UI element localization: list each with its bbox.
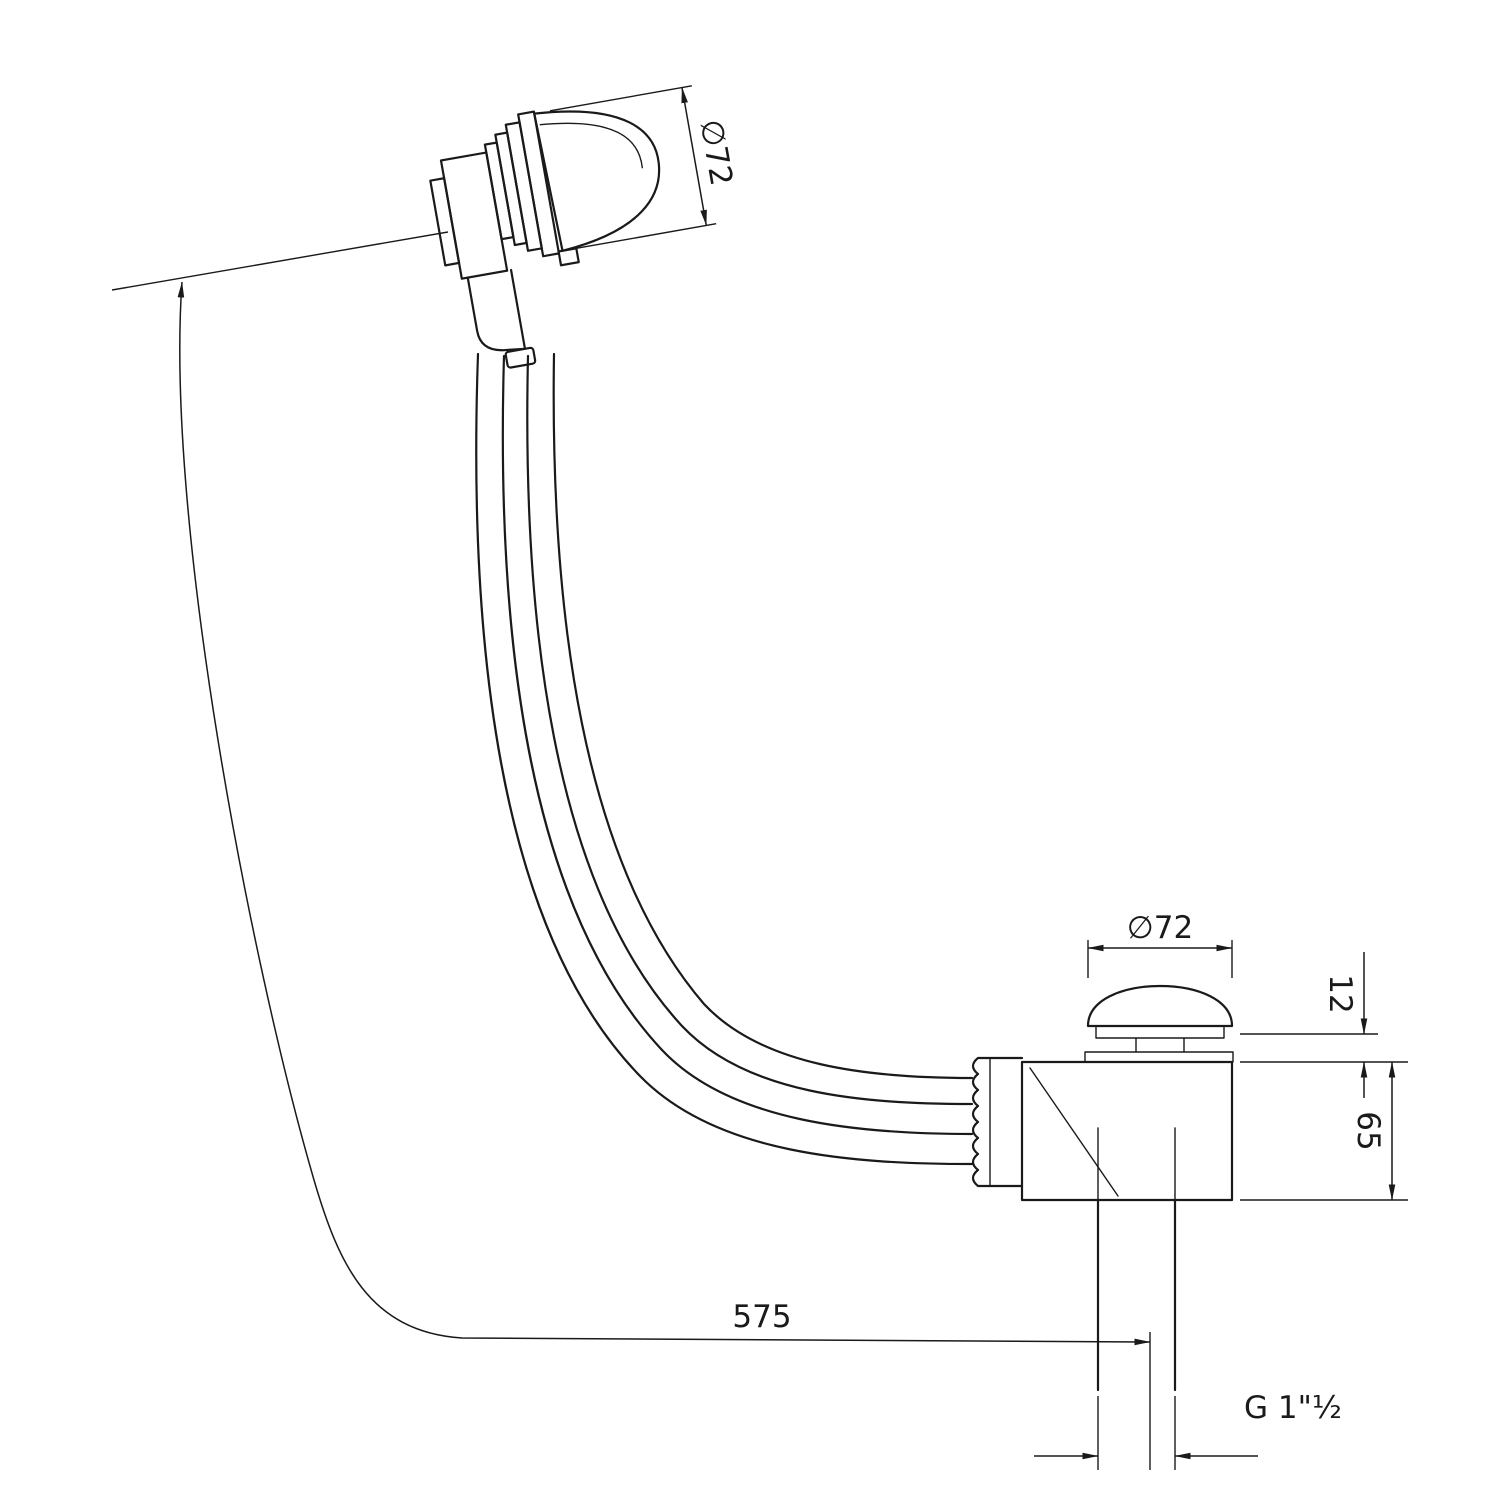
hose-outer-edge — [475, 352, 974, 1166]
drain-flange-plate — [1084, 1051, 1234, 1063]
overflow-mounting-plates — [483, 110, 561, 258]
dimension-cable-length: 575 — [111, 231, 1151, 1470]
dimension-cap-height: 12 — [1240, 952, 1408, 1098]
drain-cap-disc — [1095, 1025, 1225, 1039]
flexible-hoses — [475, 352, 974, 1166]
tub-edge-extension-line — [111, 231, 449, 291]
drain-tee-internal-line — [1029, 1067, 1119, 1197]
cap-height-label: 12 — [1322, 974, 1358, 1013]
drain-tee-body — [1020, 1060, 1234, 1202]
drain-cap-dome — [1086, 984, 1234, 1028]
drain-assembly — [971, 984, 1234, 1392]
overflow-assembly: ∅72 — [429, 85, 739, 369]
hose-inner-edge — [552, 352, 974, 1080]
dimension-waste-body-height: 65 — [1240, 1061, 1408, 1201]
dimension-outlet-thread: G 1"½ — [1034, 1390, 1342, 1470]
overflow-cap-diameter-label: ∅72 — [692, 117, 739, 189]
dimension-overflow-cap-diameter: ∅72 — [549, 85, 739, 250]
overflow-cap-inner-edge — [539, 122, 643, 169]
drain-locknut — [971, 1056, 1024, 1188]
hose-ferrule — [504, 346, 537, 369]
overflow-cap-pin — [557, 247, 580, 267]
overflow-cap — [533, 110, 661, 252]
overflow-outlet-arm — [466, 268, 527, 352]
dimension-waste-cap-diameter: ∅72 — [1087, 910, 1233, 978]
waste-cap-diameter-label: ∅72 — [1127, 910, 1193, 946]
hose-wall-line — [526, 354, 974, 1106]
hose-wall-line — [501, 354, 974, 1136]
cable-length-dimension-line — [177, 281, 1151, 1346]
outlet-thread-label: G 1"½ — [1244, 1390, 1342, 1426]
waste-body-height-label: 65 — [1350, 1111, 1386, 1150]
overflow-cap-diameter-dimension-line — [681, 87, 708, 226]
cable-length-label: 575 — [732, 1299, 791, 1335]
overflow-bracket-notch — [429, 177, 461, 267]
